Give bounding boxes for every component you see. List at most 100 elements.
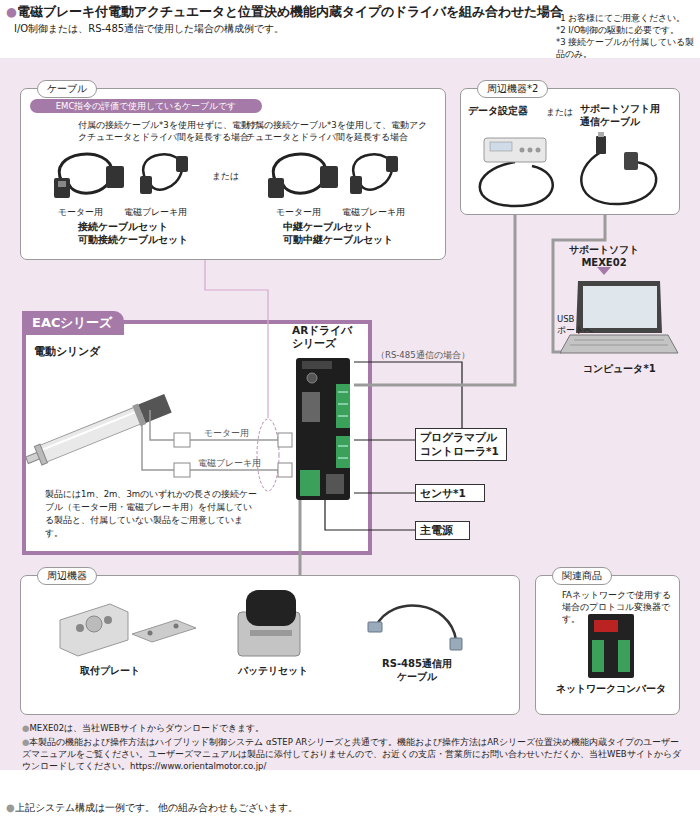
connector-line [354, 492, 415, 493]
connector-line [354, 439, 415, 440]
driver-illustration [338, 392, 348, 393]
laptop-illustration [574, 340, 664, 341]
laptop-illustration [560, 281, 678, 353]
cylinder-illustration [37, 406, 144, 463]
mounting-plate [174, 624, 179, 629]
network-converter [588, 614, 634, 678]
wire-connector [174, 433, 190, 447]
cylinder-illustration [26, 451, 43, 463]
connector-line [172, 469, 292, 471]
network-converter [618, 640, 630, 672]
footnote: ●MEXE02は、当社WEBサイトからダウンロードできます。 [22, 722, 682, 734]
motor-cable [106, 166, 124, 188]
diagram-title: ●電磁ブレーキ付電動アクチュエータと位置決め機能内蔵タイプのドライバを組み合わせ… [6, 4, 563, 20]
wire-connector [174, 463, 190, 477]
connector-line [172, 439, 292, 441]
actuator-wire [150, 410, 172, 440]
motor-relay-cable [268, 178, 284, 198]
connector-line [299, 500, 302, 575]
connector-line [325, 500, 415, 530]
communication-cable [598, 132, 604, 137]
battery-set [238, 590, 300, 656]
laptop-illustration [583, 286, 657, 328]
driver-node: ARドライバ シリーズ [292, 324, 354, 500]
node-text: 周辺機器 [37, 567, 97, 585]
sensor-box: センサ*1 [415, 484, 485, 502]
data-setter [536, 148, 541, 153]
brake-cable [143, 154, 182, 189]
cylinder-illustration [132, 404, 146, 427]
cylinder-illustration [23, 393, 172, 470]
mounting-plate [104, 616, 112, 624]
communication-cable [624, 152, 638, 170]
brake-relay-cable [386, 156, 398, 172]
laptop-illustration [570, 345, 668, 346]
footnote: ●本製品の機能および操作方法はハイブリッド制御システム αSTEP ARシリーズ… [22, 736, 687, 772]
mounting-plate [60, 604, 196, 656]
rs485-cable [368, 605, 462, 650]
mounting-plate [76, 624, 84, 632]
computer-node: コンピュータ*1 [562, 278, 677, 376]
brake-relay-cable [350, 154, 398, 194]
footnote-mark: *2 I/O制御の駆動に必要です。 [556, 24, 700, 36]
node-text: EMC指令の評価で使用しているケーブルです [30, 99, 262, 113]
node-text: コンピュータ*1 [562, 362, 677, 376]
brake-cable [140, 176, 152, 194]
data-setter [484, 138, 546, 162]
connector-line [354, 215, 515, 385]
driver-illustration [296, 358, 350, 500]
battery-set [246, 590, 296, 626]
node-text: センサ*1 [420, 486, 480, 500]
cylinder-illustration [34, 444, 47, 465]
battery-set [250, 630, 292, 636]
controller-box: プログラマブル コントローラ*1 [415, 428, 507, 461]
driver-illustration [336, 436, 350, 468]
network-converter [594, 620, 618, 632]
peripheral-group-box: 周辺機器 [20, 575, 520, 715]
power-box: 主電源 [415, 521, 470, 540]
motor-cable [54, 154, 124, 198]
data-setter [490, 142, 512, 151]
node-text: プログラマブル コントローラ*1 [420, 430, 502, 458]
data-setter [480, 162, 553, 206]
data-setter [520, 148, 525, 153]
motor-cable [54, 178, 70, 198]
node-text: 電動シリンダ [30, 343, 172, 361]
driver-illustration [338, 416, 348, 417]
pointer-triangle [597, 267, 611, 275]
footnote-mark: *3 接続ケーブルが付属している製品のみ。 [556, 36, 700, 60]
driver-illustration [296, 358, 350, 500]
port-note: USB ポートへ [557, 314, 597, 336]
series-group-box: EACシリーズ電動シリンダARドライバ シリーズ [22, 320, 372, 555]
brake-cable [176, 156, 188, 172]
related-group-box: 関連商品 [535, 575, 680, 715]
wire-connector [174, 433, 292, 477]
cable-group-box: ケーブルEMC指令の評価で使用しているケーブルです [20, 88, 446, 260]
motor-relay-cable [268, 154, 338, 198]
driver-illustration [302, 392, 320, 422]
cylinder-illustration [138, 394, 171, 423]
driver-illustration [307, 373, 317, 383]
actuator-wire [142, 414, 172, 470]
footnote-mark: *1 お客様にてご用意ください。 [556, 12, 700, 24]
motor-relay-cable [273, 154, 326, 193]
driver-illustration [302, 361, 332, 369]
rs485-cable [450, 638, 462, 650]
driver-illustration [336, 384, 350, 428]
driver-illustration [338, 404, 348, 405]
actuator-wire [142, 410, 172, 470]
node-text: 主電源 [420, 523, 465, 538]
cylinder-illustration [42, 412, 135, 449]
node-text: 関連商品 [552, 567, 612, 585]
cable-leader-line [205, 260, 268, 418]
battery-set [238, 612, 300, 656]
motor-relay-cable [320, 166, 338, 188]
network-converter [588, 614, 634, 678]
driver-illustration [300, 470, 320, 496]
page-band [0, 58, 700, 770]
driver-illustration [338, 446, 348, 447]
node-text: ケーブル [37, 80, 97, 98]
network-converter [592, 640, 604, 672]
laptop-illustration [576, 281, 662, 333]
wire-connector [278, 463, 292, 477]
